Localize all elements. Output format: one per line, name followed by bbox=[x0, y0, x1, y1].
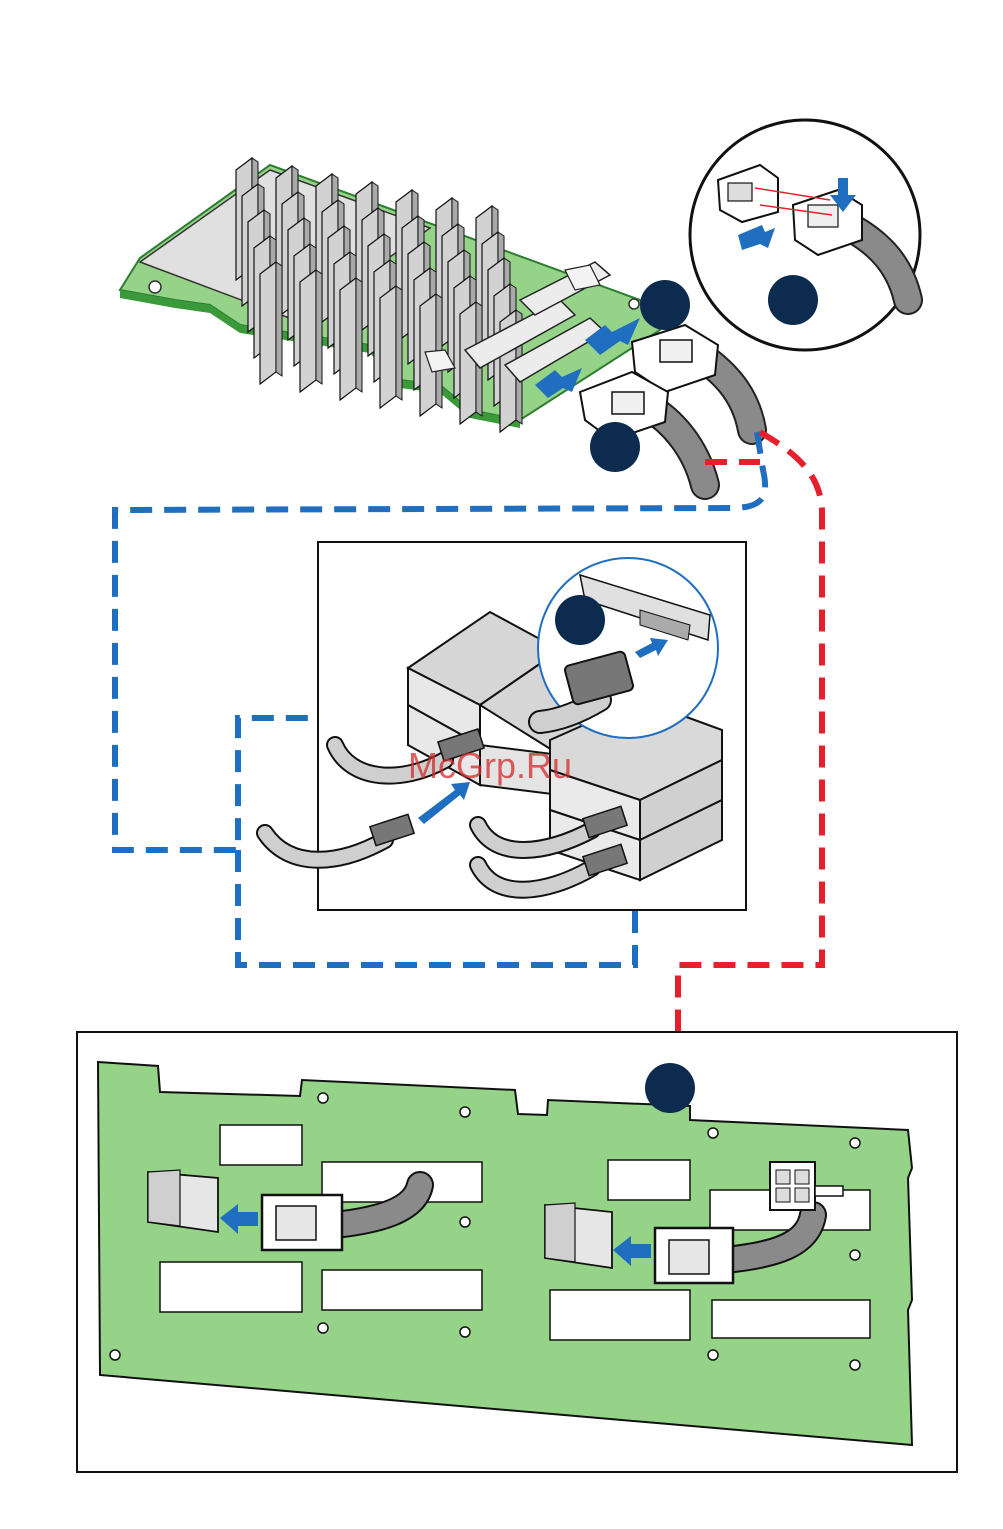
step-marker bbox=[645, 1063, 695, 1113]
mounting-hole bbox=[708, 1350, 718, 1360]
heatsink-icon bbox=[236, 158, 522, 432]
heatsink-fin bbox=[340, 278, 362, 400]
heatsink-fin bbox=[300, 270, 322, 392]
backplane-slot bbox=[550, 1290, 690, 1340]
backplane-slot bbox=[608, 1160, 690, 1200]
heatsink-fin bbox=[260, 262, 282, 384]
step-marker bbox=[555, 595, 605, 645]
heatsink-fin bbox=[380, 286, 402, 408]
backplane-slot bbox=[712, 1300, 870, 1338]
mounting-hole bbox=[850, 1250, 860, 1260]
mounting-hole bbox=[318, 1323, 328, 1333]
mounting-hole bbox=[460, 1327, 470, 1337]
watermark-text: McGrp.Ru bbox=[408, 745, 572, 787]
mounting-hole bbox=[850, 1360, 860, 1370]
drive-connector-detail bbox=[538, 558, 718, 738]
mounting-hole bbox=[708, 1128, 718, 1138]
backplane-slot bbox=[160, 1262, 302, 1312]
step-marker bbox=[768, 275, 818, 325]
backplane-slot bbox=[322, 1270, 482, 1310]
mounting-hole bbox=[318, 1093, 328, 1103]
mounting-hole bbox=[110, 1350, 120, 1360]
step-marker bbox=[590, 422, 640, 472]
backplane-slot bbox=[220, 1125, 302, 1165]
mounting-hole bbox=[460, 1107, 470, 1117]
mounting-hole bbox=[850, 1138, 860, 1148]
mounting-hole bbox=[460, 1217, 470, 1227]
step-marker bbox=[640, 280, 690, 330]
